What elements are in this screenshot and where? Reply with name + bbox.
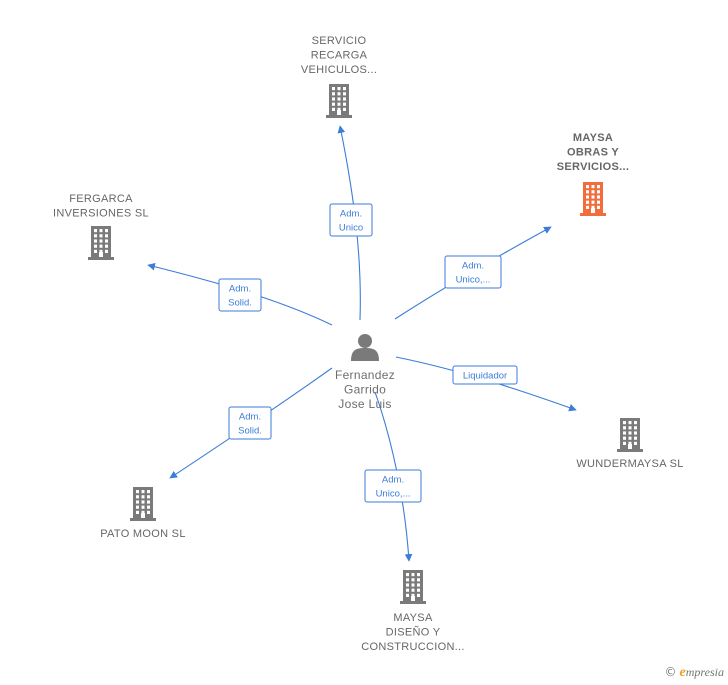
edge-maysa-obras: Adm. Unico,...	[394, 226, 552, 320]
edge-label-text: Adm. Unico	[339, 209, 363, 234]
edge-label-text: Adm. Solid.	[228, 284, 252, 309]
company-label-fergarca: FERGARCA INVERSIONES SL	[53, 193, 149, 220]
edge-label-pato-moon[interactable]: Adm. Solid.	[228, 406, 272, 440]
edge-maysa-diseno: Adm. Unico,...	[364, 391, 422, 562]
edge-label-box	[228, 406, 272, 440]
edge-label-line: Adm.	[229, 284, 251, 295]
edge-label-line: Unico	[339, 223, 363, 234]
company-label-servicio-line: RECARGA	[311, 50, 368, 62]
company-label-maysa-obras-line: SERVICIOS...	[557, 161, 629, 173]
company-label-wundermaysa-line: WUNDERMAYSA SL	[576, 458, 683, 470]
edge-label-text: Adm. Solid.	[238, 412, 262, 437]
person-icon[interactable]	[351, 334, 379, 361]
brand-logo-initial: e	[679, 665, 686, 680]
edge-label-wundermaysa[interactable]: Liquidador	[452, 365, 518, 385]
node-maysa-diseno[interactable]: MAYSA DISEÑO Y CONSTRUCCION...	[361, 570, 465, 653]
edge-label-box	[364, 469, 422, 503]
building-icon[interactable]	[400, 570, 426, 604]
building-icon[interactable]	[88, 226, 114, 260]
edge-label-fergarca[interactable]: Adm. Solid.	[218, 278, 262, 312]
edge-fergarca: Adm. Solid.	[147, 262, 333, 326]
company-label-maysa-obras-line: MAYSA	[573, 132, 613, 144]
building-icon[interactable]	[617, 418, 643, 452]
building-icon[interactable]	[130, 487, 156, 521]
edge-label-line: Unico,...	[456, 275, 491, 286]
brand-watermark: ©empresia	[665, 665, 724, 681]
company-label-wundermaysa: WUNDERMAYSA SL	[576, 458, 683, 470]
company-label-maysa-obras-line: OBRAS Y	[567, 147, 619, 159]
company-label-maysa-diseno-line: CONSTRUCCION...	[361, 641, 465, 653]
company-label-maysa-diseno-line: MAYSA	[393, 612, 433, 624]
edge-label-box	[329, 203, 373, 237]
edge-label-line: Adm.	[462, 261, 484, 272]
node-pato-moon[interactable]: PATO MOON SL	[100, 487, 186, 540]
company-label-maysa-obras: MAYSA OBRAS Y SERVICIOS...	[557, 132, 629, 173]
edge-label-text: Adm. Unico,...	[376, 475, 411, 500]
edge-servicio: Adm. Unico	[329, 125, 373, 321]
building-icon[interactable]	[326, 84, 352, 118]
edge-label-text: Liquidador	[463, 371, 507, 382]
edges-layer: Adm.UnicoAdm.Unico,...Adm.Solid.Liquidad…	[147, 125, 577, 562]
edge-label-line: Liquidador	[463, 371, 507, 382]
edge-wundermaysa: Liquidador	[395, 356, 577, 412]
person-name-label-line: Fernandez	[335, 368, 395, 382]
node-servicio[interactable]: SERVICIO RECARGA VEHICULOS...	[301, 35, 377, 118]
edge-label-box	[218, 278, 262, 312]
edge-pato-moon: Adm. Solid.	[169, 367, 333, 479]
brand-logo-name: mpresia	[685, 665, 724, 679]
building-icon[interactable]	[580, 182, 606, 216]
edge-label-line: Adm.	[340, 209, 362, 220]
node-wundermaysa[interactable]: WUNDERMAYSA SL	[576, 418, 683, 470]
company-label-servicio: SERVICIO RECARGA VEHICULOS...	[301, 35, 377, 76]
edge-label-line: Solid.	[238, 426, 262, 437]
edge-label-line: Adm.	[239, 412, 261, 423]
edge-label-line: Adm.	[382, 475, 404, 486]
company-label-pato-moon-line: PATO MOON SL	[100, 528, 186, 540]
person-name-label-line: Garrido	[344, 383, 386, 397]
edge-label-box	[444, 255, 502, 289]
node-fergarca[interactable]: FERGARCA INVERSIONES SL	[53, 193, 149, 260]
edge-label-box	[452, 365, 518, 385]
edge-label-text: Adm. Unico,...	[456, 261, 491, 286]
company-label-servicio-line: SERVICIO	[312, 35, 367, 47]
company-label-maysa-diseno: MAYSA DISEÑO Y CONSTRUCCION...	[361, 612, 465, 653]
company-label-maysa-diseno-line: DISEÑO Y	[386, 626, 441, 639]
edge-label-line: Solid.	[228, 298, 252, 309]
edge-label-line: Unico,...	[376, 489, 411, 500]
company-label-pato-moon: PATO MOON SL	[100, 528, 186, 540]
person-name-label-line: Jose Luis	[338, 397, 391, 411]
node-maysa-obras[interactable]: MAYSA OBRAS Y SERVICIOS...	[557, 132, 629, 216]
company-label-fergarca-line: FERGARCA	[69, 193, 133, 205]
company-label-servicio-line: VEHICULOS...	[301, 64, 377, 76]
edge-label-maysa-diseno[interactable]: Adm. Unico,...	[364, 469, 422, 503]
copyright-symbol: ©	[664, 665, 677, 679]
edge-label-maysa-obras[interactable]: Adm. Unico,...	[444, 255, 502, 289]
edge-label-servicio[interactable]: Adm. Unico	[329, 203, 373, 237]
company-label-fergarca-line: INVERSIONES SL	[53, 208, 149, 220]
